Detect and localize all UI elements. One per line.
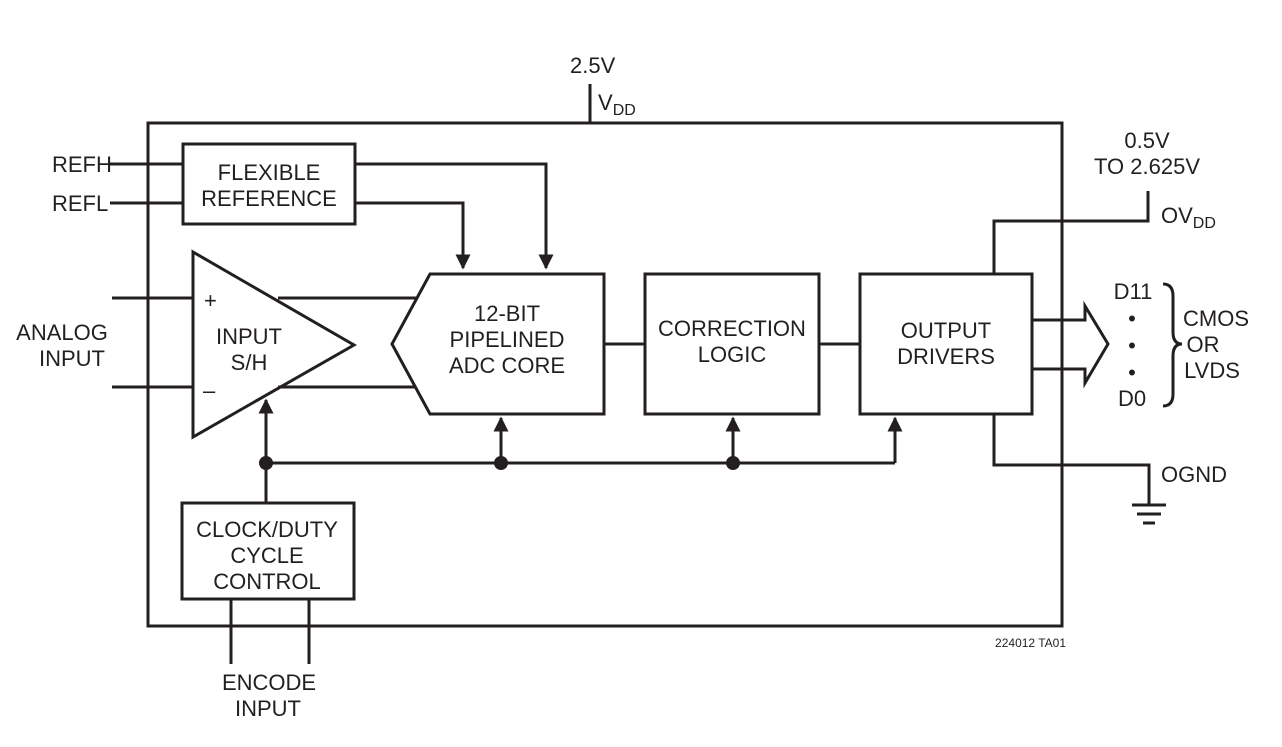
ognd-wire	[992, 414, 1151, 505]
clock-duty-line1: CLOCK/DUTY	[196, 517, 338, 542]
output-drivers-line2: DRIVERS	[897, 344, 995, 369]
ovdd-wire	[992, 191, 1150, 274]
d0-label: D0	[1118, 386, 1146, 411]
output-bus-arrow	[1032, 300, 1110, 389]
correction-logic-line1: CORRECTION	[658, 316, 806, 341]
output-format-line3: LVDS	[1184, 358, 1240, 383]
correction-logic-line2: LOGIC	[698, 342, 767, 367]
output-drivers-line1: OUTPUT	[901, 318, 991, 343]
ground-icon	[1132, 503, 1166, 525]
refh-label: REFH	[52, 152, 112, 177]
vdd-label: VDD	[598, 90, 636, 119]
bullet-2: •	[1128, 333, 1136, 358]
clock-duty-line2: CYCLE	[230, 543, 303, 568]
adc-core-line3: ADC CORE	[449, 353, 565, 378]
d11-label: D11	[1114, 279, 1153, 304]
bullet-1: •	[1128, 306, 1136, 331]
output-format-line2: OR	[1187, 332, 1220, 357]
flexible-reference-line2: REFERENCE	[201, 186, 337, 211]
input-sh-line2: S/H	[231, 350, 268, 375]
ognd-label: OGND	[1161, 462, 1227, 487]
adc-core-block	[390, 272, 606, 416]
correction-logic-block	[643, 272, 821, 416]
junction-dot-adc	[494, 456, 508, 470]
refl-label: REFL	[52, 191, 108, 216]
clock-duty-cycle-block	[180, 501, 356, 601]
input-plus-sign: +	[204, 288, 217, 313]
junction-dot-correction	[726, 456, 740, 470]
analog-input-line2: INPUT	[39, 346, 105, 371]
output-format-line1: CMOS	[1183, 306, 1249, 331]
ref-to-adc-arrow-2	[355, 201, 471, 270]
input-sh-amplifier	[191, 249, 358, 440]
input-minus-sign: –	[203, 378, 216, 403]
output-brace	[1162, 282, 1183, 408]
clock-duty-line3: CONTROL	[213, 569, 321, 594]
bullet-3: •	[1128, 360, 1136, 385]
input-sh-line1: INPUT	[216, 324, 282, 349]
ovdd-range-line1: 0.5V	[1124, 128, 1170, 153]
flexible-reference-line1: FLEXIBLE	[218, 160, 321, 185]
analog-input-line1: ANALOG	[16, 320, 108, 345]
ref-to-adc-arrow-1	[355, 162, 554, 270]
ovdd-range-line2: TO 2.625V	[1094, 154, 1200, 179]
encode-input-line2: INPUT	[235, 696, 301, 721]
vdd-voltage: 2.5V	[570, 53, 616, 78]
adc-core-line2: PIPELINED	[450, 327, 565, 352]
encode-input-line1: ENCODE	[222, 670, 316, 695]
junction-dot-sh	[259, 456, 273, 470]
flexible-reference-block	[181, 142, 357, 226]
output-drivers-block	[858, 272, 1034, 416]
figure-id: 224012 TA01	[995, 636, 1066, 650]
ovdd-label: OVDD	[1161, 203, 1216, 232]
adc-core-line1: 12-BIT	[474, 301, 540, 326]
